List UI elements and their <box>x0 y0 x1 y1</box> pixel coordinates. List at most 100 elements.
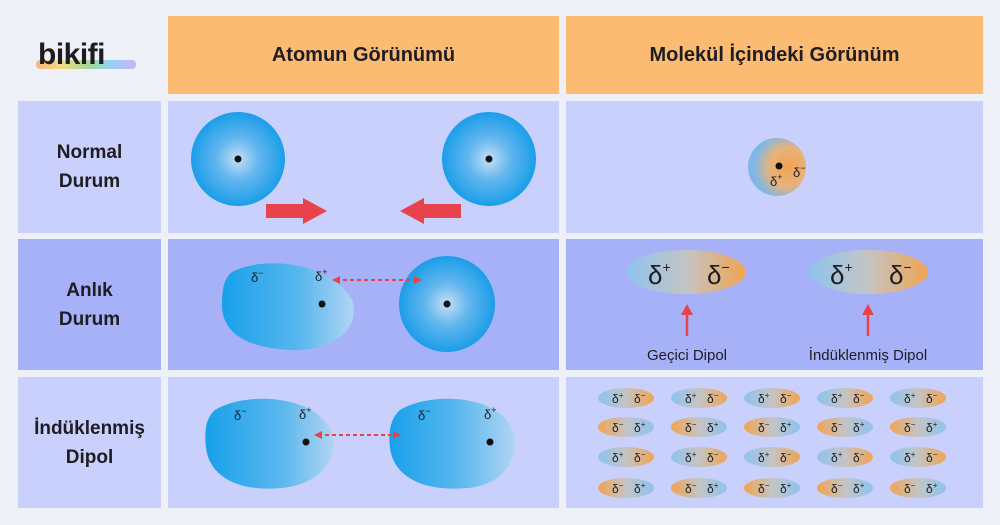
arrow-right-icon <box>266 198 327 224</box>
delta-minus-label: δ− <box>707 450 719 465</box>
delta-minus-label: δ− <box>758 481 770 496</box>
delta-plus-label: δ+ <box>707 420 719 435</box>
induced-dipole-molecule <box>808 250 928 294</box>
delta-plus-label: δ+ <box>780 420 792 435</box>
arrowhead-icon <box>393 431 401 439</box>
small-dipole <box>744 417 800 437</box>
arrowhead-icon <box>332 276 340 284</box>
small-dipole <box>817 417 873 437</box>
delta-plus-label: δ+ <box>648 259 671 290</box>
arrowhead-icon <box>314 431 322 439</box>
small-dipole <box>744 388 800 408</box>
delta-minus-label: δ− <box>685 481 697 496</box>
distorted-atom-left <box>222 263 354 351</box>
delta-minus-label: δ− <box>780 450 792 465</box>
delta-plus-label: δ+ <box>634 420 646 435</box>
small-dipole <box>890 388 946 408</box>
small-dipole <box>598 478 654 498</box>
delta-minus-label: δ− <box>926 391 938 406</box>
delta-minus-label: δ− <box>251 268 264 285</box>
row-label-instant-line2: Durum <box>58 308 121 330</box>
delta-minus-label: δ− <box>418 406 431 423</box>
nucleus-dot <box>485 155 493 163</box>
row-label-induced: İndüklenmiş Dipol <box>18 377 161 508</box>
small-dipole <box>890 417 946 437</box>
small-dipole <box>890 447 946 467</box>
nucleus-dot <box>443 300 451 308</box>
header-atom-view: Atomun Görünümü <box>168 16 559 94</box>
nucleus-dot <box>302 438 310 446</box>
nucleus-dot <box>318 300 326 308</box>
bikifi-logo: bikifi <box>36 38 146 78</box>
row-label-induced-line1: İndüklenmiş <box>34 417 145 439</box>
delta-plus-label: δ+ <box>634 481 646 496</box>
delta-minus-label: δ− <box>707 259 730 290</box>
delta-plus-label: δ+ <box>299 405 312 422</box>
delta-minus-label: δ− <box>793 163 806 180</box>
delta-minus-label: δ− <box>904 420 916 435</box>
small-dipole <box>817 478 873 498</box>
small-dipole <box>671 447 727 467</box>
delta-minus-label: δ− <box>634 450 646 465</box>
small-dipole <box>817 447 873 467</box>
delta-plus-label: δ+ <box>770 172 783 189</box>
delta-minus-label: δ− <box>612 420 624 435</box>
arrowhead-icon <box>414 276 422 284</box>
row-label-induced-line2: Dipol <box>65 446 114 468</box>
small-dipole <box>598 417 654 437</box>
temporary-dipole-molecule <box>626 250 746 294</box>
delta-plus-label: δ+ <box>830 259 853 290</box>
delta-plus-label: δ+ <box>612 391 624 406</box>
temporary-dipole-caption: Geçici Dipol <box>647 347 727 364</box>
nucleus-dot <box>234 155 242 163</box>
logo-text: bikifi <box>38 38 106 71</box>
delta-plus-label: δ+ <box>685 391 697 406</box>
delta-plus-label: δ+ <box>758 391 770 406</box>
delta-plus-label: δ+ <box>315 267 328 284</box>
delta-plus-label: δ+ <box>853 481 865 496</box>
small-dipole <box>671 388 727 408</box>
small-dipole <box>744 478 800 498</box>
delta-minus-label: δ− <box>707 391 719 406</box>
header-molecule-view: Molekül İçindeki Görünüm <box>566 16 983 94</box>
arrowhead-icon <box>681 304 693 315</box>
small-dipole <box>744 447 800 467</box>
dipole-grid: δ+ δ− δ+ δ− δ+ δ− δ+ δ− δ+ δ− δ− δ+ δ− δ+ δ− δ+ δ− δ+ δ− δ+… <box>598 388 946 498</box>
logo-color-band <box>36 60 136 69</box>
delta-plus-label: δ+ <box>612 450 624 465</box>
delta-plus-label: δ+ <box>780 481 792 496</box>
delta-plus-label: δ+ <box>831 391 843 406</box>
delta-minus-label: δ− <box>831 420 843 435</box>
small-dipole <box>671 478 727 498</box>
distorted-atom-right <box>389 398 516 489</box>
delta-plus-label: δ+ <box>484 405 497 422</box>
delta-minus-label: δ− <box>889 259 912 290</box>
distorted-atom-left <box>205 398 334 489</box>
arrowhead-icon <box>862 304 874 315</box>
delta-plus-label: δ+ <box>853 420 865 435</box>
delta-minus-label: δ− <box>685 420 697 435</box>
header-atom-view-label: Atomun Görünümü <box>271 43 456 66</box>
delta-minus-label: δ− <box>853 391 865 406</box>
delta-minus-label: δ− <box>634 391 646 406</box>
delta-plus-label: δ+ <box>926 481 938 496</box>
small-dipole <box>890 478 946 498</box>
row-label-normal-line1: Normal <box>56 142 123 163</box>
arrow-left-icon <box>400 198 461 224</box>
delta-minus-label: δ− <box>904 481 916 496</box>
delta-minus-label: δ− <box>234 406 247 423</box>
delta-minus-label: δ− <box>926 450 938 465</box>
delta-plus-label: δ+ <box>904 391 916 406</box>
small-dipole <box>598 447 654 467</box>
delta-plus-label: δ+ <box>758 450 770 465</box>
small-dipole <box>671 417 727 437</box>
delta-plus-label: δ+ <box>926 420 938 435</box>
delta-minus-label: δ− <box>758 420 770 435</box>
nucleus-dot <box>775 162 783 170</box>
delta-plus-label: δ+ <box>831 450 843 465</box>
delta-plus-label: δ+ <box>707 481 719 496</box>
small-dipole <box>598 388 654 408</box>
delta-minus-label: δ− <box>780 391 792 406</box>
row-label-normal: Normal Durum <box>18 101 161 233</box>
